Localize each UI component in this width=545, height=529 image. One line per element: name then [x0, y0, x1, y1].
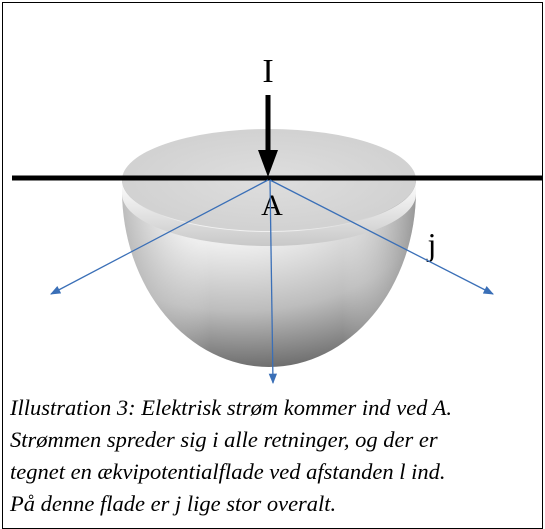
current-density-label: j [427, 226, 437, 262]
hemisphere-diagram: I A j [12, 53, 543, 385]
current-label: I [262, 53, 273, 90]
current-arrow-head [258, 150, 278, 177]
caption-line: tegnet en ækvipotentialflade ved afstand… [10, 459, 446, 484]
figure-caption: Illustration 3: Elektrisk strøm kommer i… [10, 392, 538, 520]
entry-point-label: A [261, 189, 283, 222]
caption-line: Illustration 3: Elektrisk strøm kommer i… [10, 395, 453, 420]
density-arrow-right [269, 179, 494, 295]
caption-line: Strømmen spreder sig i alle retninger, o… [10, 427, 438, 452]
hemisphere-rim [122, 180, 416, 246]
density-arrow-down [268, 179, 278, 385]
density-arrow-left [50, 179, 269, 295]
caption-line: På denne flade er j lige stor overalt. [10, 491, 337, 516]
